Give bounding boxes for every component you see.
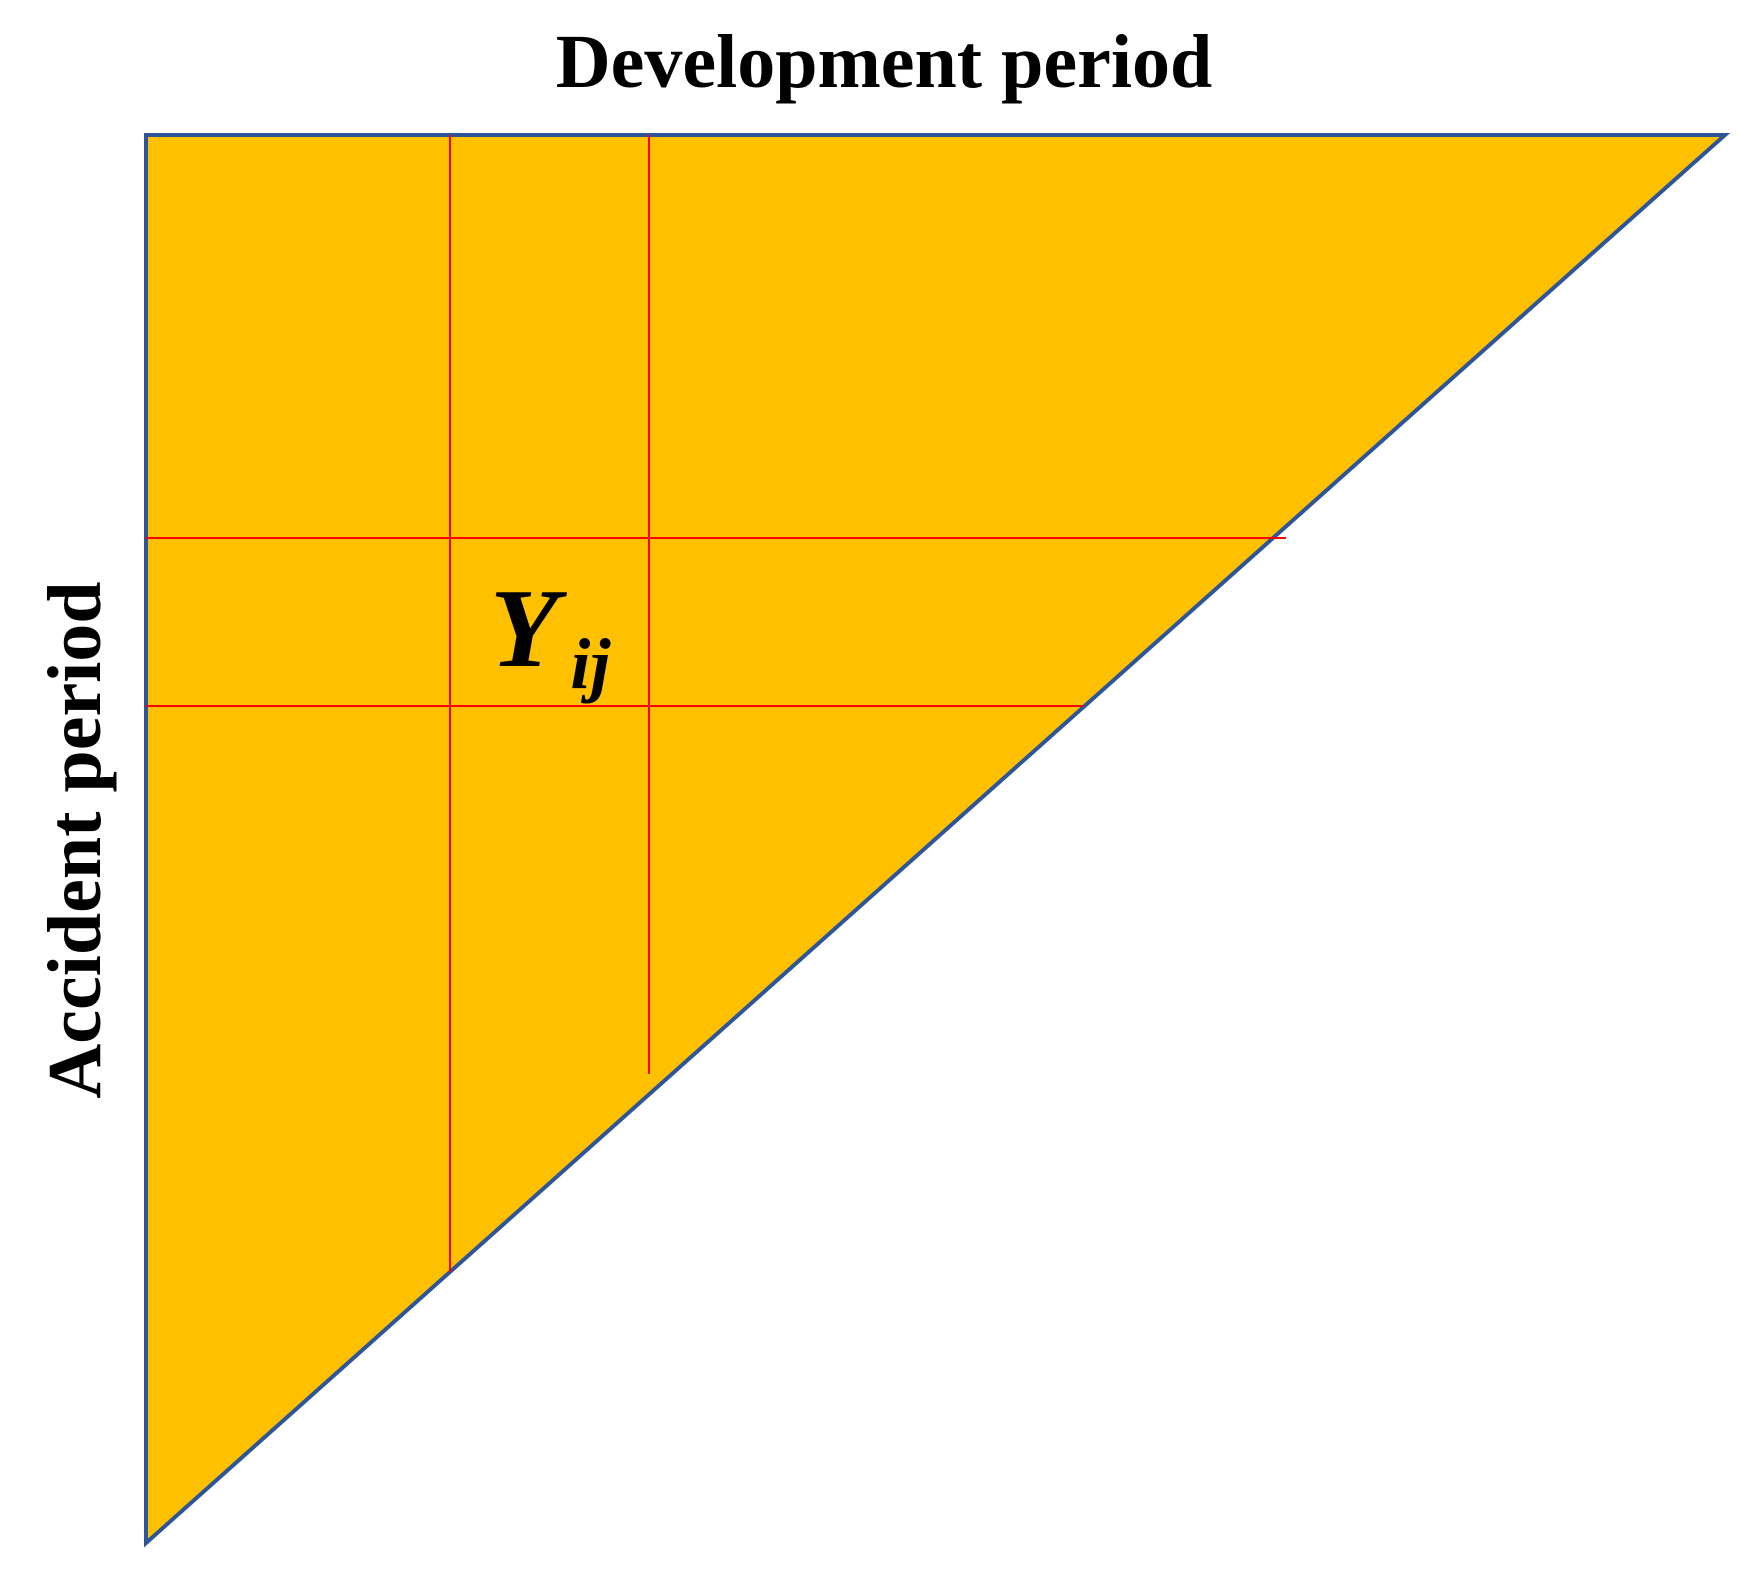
grid-lines: [146, 135, 1286, 1272]
triangle-shape: [144, 133, 1731, 1548]
cell-label-yij: Y ij: [490, 567, 611, 704]
accident-period-label: Accident period: [33, 581, 117, 1098]
development-period-label: Development period: [556, 20, 1212, 104]
cell-label-main: Y: [490, 567, 567, 691]
cell-label-subscript: ij: [570, 624, 611, 704]
